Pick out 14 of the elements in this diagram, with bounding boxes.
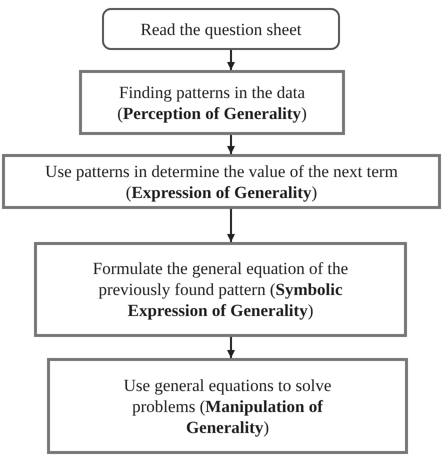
process-box [34,242,407,337]
step-text: Finding patterns in the data (Perception of Generality) [116,82,308,124]
step-text: Read the question sheet [140,18,302,40]
process-box [79,70,345,135]
step-text: Use patterns in determine the value of the next term (Expression of Generality) [45,160,398,202]
arrow [227,209,235,242]
process-box [2,154,441,209]
arrow [227,50,235,70]
start-box [102,8,340,50]
arrow [227,337,235,358]
process-box [47,358,408,454]
arrow [227,135,235,154]
step-text: Formulate the general equation of the previously found pattern (Symbolic Expression of Generality) [92,258,350,321]
step-text: Use general equations to solve problems (Manipulation of Generality) [122,374,332,438]
